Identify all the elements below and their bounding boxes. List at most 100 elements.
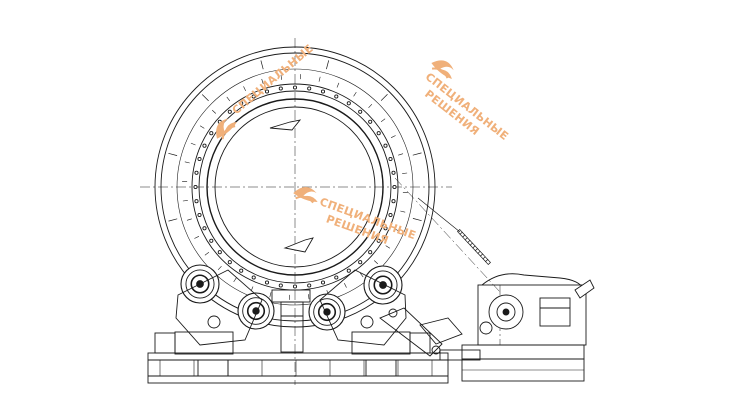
tyre-slot [260, 60, 264, 70]
flange-bolt [197, 156, 202, 162]
left-end-block [154, 332, 176, 354]
flange-bolt [388, 156, 393, 162]
tyre-slot [168, 218, 178, 222]
flange-bolt [383, 143, 388, 148]
tyre-slot [412, 152, 422, 156]
track-tick [190, 142, 196, 146]
track-tick [344, 282, 347, 288]
track-tick [199, 125, 205, 129]
flange-bolt [227, 260, 232, 265]
wave-logo-swoosh [221, 125, 236, 140]
gearbox-output-boss [479, 321, 493, 335]
flange-bolt [278, 86, 283, 91]
flange-bolt [334, 94, 339, 99]
support-rollers [175, 264, 407, 353]
tyre-slot [326, 60, 330, 70]
drive-gearbox [379, 273, 595, 382]
flange-bolt [239, 101, 244, 106]
track-tick [261, 78, 264, 84]
track-tick [194, 236, 200, 239]
roller-left-lower-mid [242, 297, 270, 325]
track-tick [280, 74, 282, 80]
track-tick [400, 210, 406, 213]
left-pedestal [174, 331, 234, 355]
flange-bolt [391, 199, 396, 204]
flange-bolt [368, 250, 373, 255]
flange-bolt [320, 89, 326, 94]
right-end-block [409, 332, 431, 354]
track-tick [226, 96, 231, 102]
flange-bolt [368, 119, 373, 124]
track-tick [390, 135, 396, 138]
right-pedestal [351, 331, 411, 355]
flange-bolt [194, 199, 199, 204]
track-tick [204, 251, 210, 256]
inner-clamp-top [269, 119, 302, 131]
roller-left-upper-hub [190, 274, 210, 294]
ring-bore-inner [214, 106, 376, 268]
gearbox-cover [481, 273, 585, 291]
track-tick [373, 260, 379, 265]
flange-bolt [209, 238, 214, 243]
roller-left-upper-mid [185, 269, 215, 299]
watermark-top-right: СПЕЦИАЛЬНЫЕ РЕШЕНИЯ [422, 60, 511, 143]
flange-bolt [320, 280, 326, 285]
drive-link-arm [379, 307, 443, 357]
center-saddle [271, 289, 311, 303]
right-balancer [319, 269, 407, 346]
frame-body [147, 352, 449, 384]
track-tick [186, 218, 192, 221]
track-tick [353, 91, 357, 97]
track-tick [336, 82, 340, 88]
inner-clamp-bottom [283, 237, 314, 253]
flange-bolt [307, 283, 312, 288]
track-tick [243, 86, 246, 92]
flange-bolt [217, 250, 222, 255]
track-tick [394, 228, 400, 232]
track-tick [318, 76, 321, 82]
flange-bolt [358, 109, 363, 114]
roller-right-upper-mid [368, 270, 398, 300]
wave-logo-shape [216, 118, 237, 139]
coupling-lever [419, 317, 463, 345]
track-tick [402, 172, 408, 174]
chain-upper-run [417, 197, 461, 233]
flange-bolt [193, 184, 198, 190]
coupling-shaft [439, 349, 481, 361]
roller-right-upper-hub [373, 275, 393, 295]
flange-bolt [194, 170, 199, 175]
gearbox-gear-inner [496, 302, 516, 322]
track-tick [398, 153, 404, 156]
track-tick [269, 292, 272, 298]
wave-logo-swoosh [431, 67, 449, 79]
center-post [280, 301, 304, 353]
gearbox-shaft [502, 308, 510, 316]
frame-pocket-left [197, 359, 229, 377]
right-pivot [360, 315, 374, 329]
flange-bolt [346, 268, 351, 273]
tyre-slot [380, 93, 388, 101]
flange-bolt [376, 238, 381, 243]
flange-bolt [197, 212, 202, 218]
roller-left-lower-hub [246, 301, 266, 321]
flange-bolt [251, 94, 256, 99]
track-tick [184, 161, 190, 164]
wave-logo-shape [293, 187, 318, 203]
flange-bolt [264, 89, 270, 94]
flange-bolt [346, 101, 351, 106]
flange-bolt [292, 284, 298, 289]
ring-track [176, 68, 414, 306]
track-tick [368, 103, 373, 109]
flange-bolt [383, 226, 388, 231]
track-tick [233, 277, 237, 283]
flange-bolt [358, 260, 363, 265]
roller-right-lower-mid [313, 298, 341, 326]
drive-link-pin [388, 308, 398, 318]
flange-bolt [388, 212, 393, 218]
flange-bolt [202, 226, 207, 231]
ring-outer-edge [154, 46, 436, 328]
wave-logo-icon [293, 187, 318, 204]
left-balancer [175, 269, 263, 346]
